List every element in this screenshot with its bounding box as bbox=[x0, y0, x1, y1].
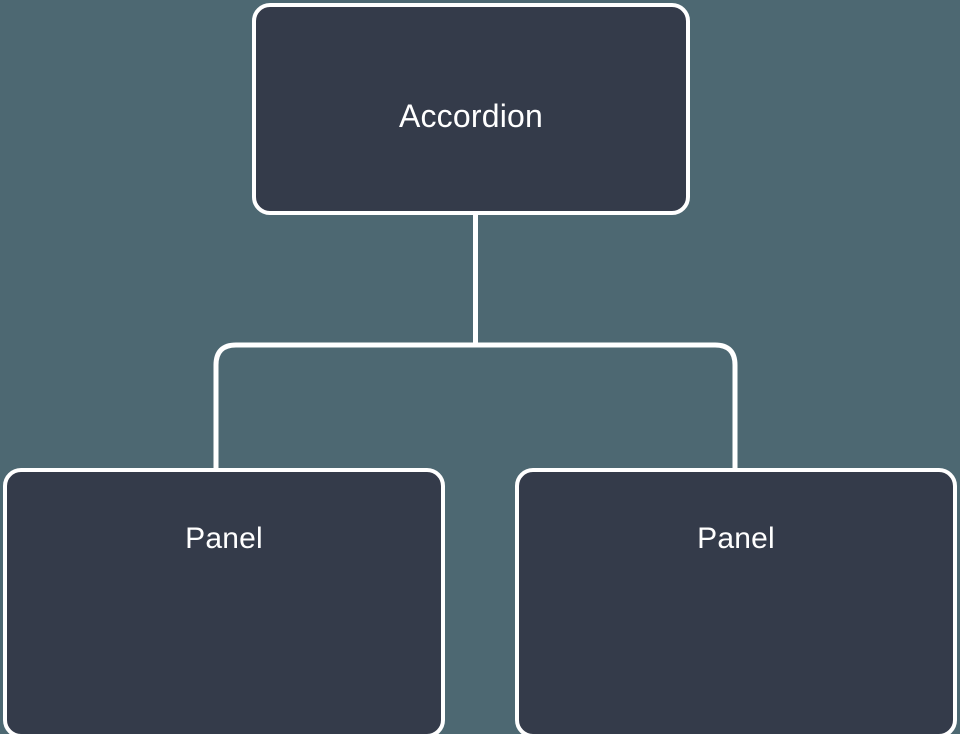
node-accordion-title: Accordion bbox=[398, 98, 544, 134]
connector-branch-bar bbox=[213, 342, 738, 468]
node-accordion[interactable]: Accordion bbox=[252, 3, 690, 215]
node-panel-right[interactable]: Panel isActive false bbox=[515, 468, 957, 734]
node-panel-right-title: Panel bbox=[697, 522, 775, 555]
node-panel-left-title: Panel bbox=[185, 522, 263, 555]
node-panel-left[interactable]: Panel isActive true bbox=[3, 468, 445, 734]
